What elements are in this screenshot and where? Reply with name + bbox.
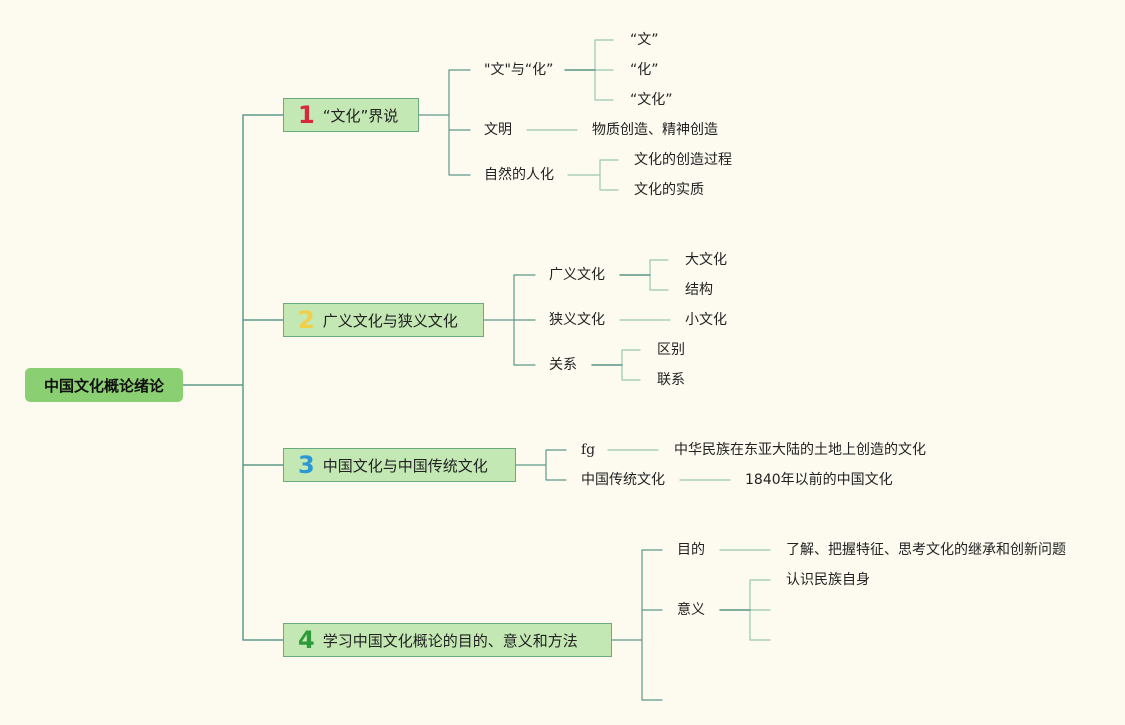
- b2-s2-leaf-1[interactable]: 小文化: [685, 312, 727, 328]
- root-topic[interactable]: 中国文化概论绪论: [25, 368, 183, 402]
- number-3-icon: 3: [298, 451, 315, 479]
- branch1-connector: [418, 69, 471, 176]
- b3-subtopic-1[interactable]: fg: [581, 442, 596, 458]
- b2-subtopic-3[interactable]: 关系: [549, 357, 577, 373]
- b2-s3-leaf-2[interactable]: 联系: [657, 372, 685, 388]
- b2-subtopic-2[interactable]: 狭义文化: [549, 312, 605, 328]
- b2-s1-leaf-1[interactable]: 大文化: [685, 252, 727, 268]
- branch4-connector: [611, 549, 663, 701]
- branch-3-topic[interactable]: 3 中国文化与中国传统文化: [283, 448, 516, 482]
- number-1-icon: 1: [298, 101, 315, 129]
- b1-s2-leaf-1[interactable]: 物质创造、精神创造: [592, 122, 718, 138]
- root-connector: [182, 114, 284, 641]
- b1-s1-leaf-2[interactable]: “化”: [630, 62, 659, 78]
- b1-s3-leaf-2[interactable]: 文化的实质: [634, 182, 704, 198]
- b1-s3-leaf-1[interactable]: 文化的创造过程: [634, 152, 732, 168]
- b1-subtopic-3[interactable]: 自然的人化: [484, 167, 554, 183]
- number-2-icon: 2: [298, 306, 315, 334]
- branch2-connector: [483, 274, 536, 366]
- branch3-connector: [515, 449, 567, 481]
- b1-subtopic-1[interactable]: "文"与“化”: [484, 62, 554, 78]
- b2-s1-leaf-2[interactable]: 结构: [685, 282, 713, 298]
- b1-s1-leaf-1[interactable]: “文”: [630, 32, 659, 48]
- b3-s2-leaf-1[interactable]: 1840年以前的中国文化: [745, 472, 893, 488]
- b4-s1-leaf-1[interactable]: 了解、把握特征、思考文化的继承和创新问题: [786, 542, 1066, 558]
- branch-4-label: 学习中国文化概论的目的、意义和方法: [322, 631, 578, 650]
- branch-3-label: 中国文化与中国传统文化: [322, 456, 488, 475]
- branch-1-label: “文化”界说: [322, 106, 399, 125]
- b4-subtopic-1[interactable]: 目的: [677, 542, 705, 558]
- b1-s1-leaf-3[interactable]: “文化”: [630, 92, 673, 108]
- branch-4-topic[interactable]: 4 学习中国文化概论的目的、意义和方法: [283, 623, 612, 657]
- branch-2-topic[interactable]: 2 广义文化与狭义文化: [283, 303, 484, 337]
- b2-s3-leaf-1[interactable]: 区别: [657, 342, 685, 358]
- b3-subtopic-2[interactable]: 中国传统文化: [581, 472, 665, 488]
- branch-1-topic[interactable]: 1 “文化”界说: [283, 98, 419, 132]
- branch-2-label: 广义文化与狭义文化: [322, 311, 458, 330]
- b4-subtopic-2[interactable]: 意义: [677, 602, 705, 618]
- b4-s2-leaf-1[interactable]: 认识民族自身: [786, 572, 870, 588]
- b1-c3-connector: [567, 159, 619, 191]
- b1-subtopic-2[interactable]: 文明: [484, 122, 512, 138]
- number-4-icon: 4: [298, 626, 315, 654]
- b3-s1-leaf-1[interactable]: 中华民族在东亚大陆的土地上创造的文化: [674, 442, 926, 458]
- b2-subtopic-1[interactable]: 广义文化: [549, 267, 605, 283]
